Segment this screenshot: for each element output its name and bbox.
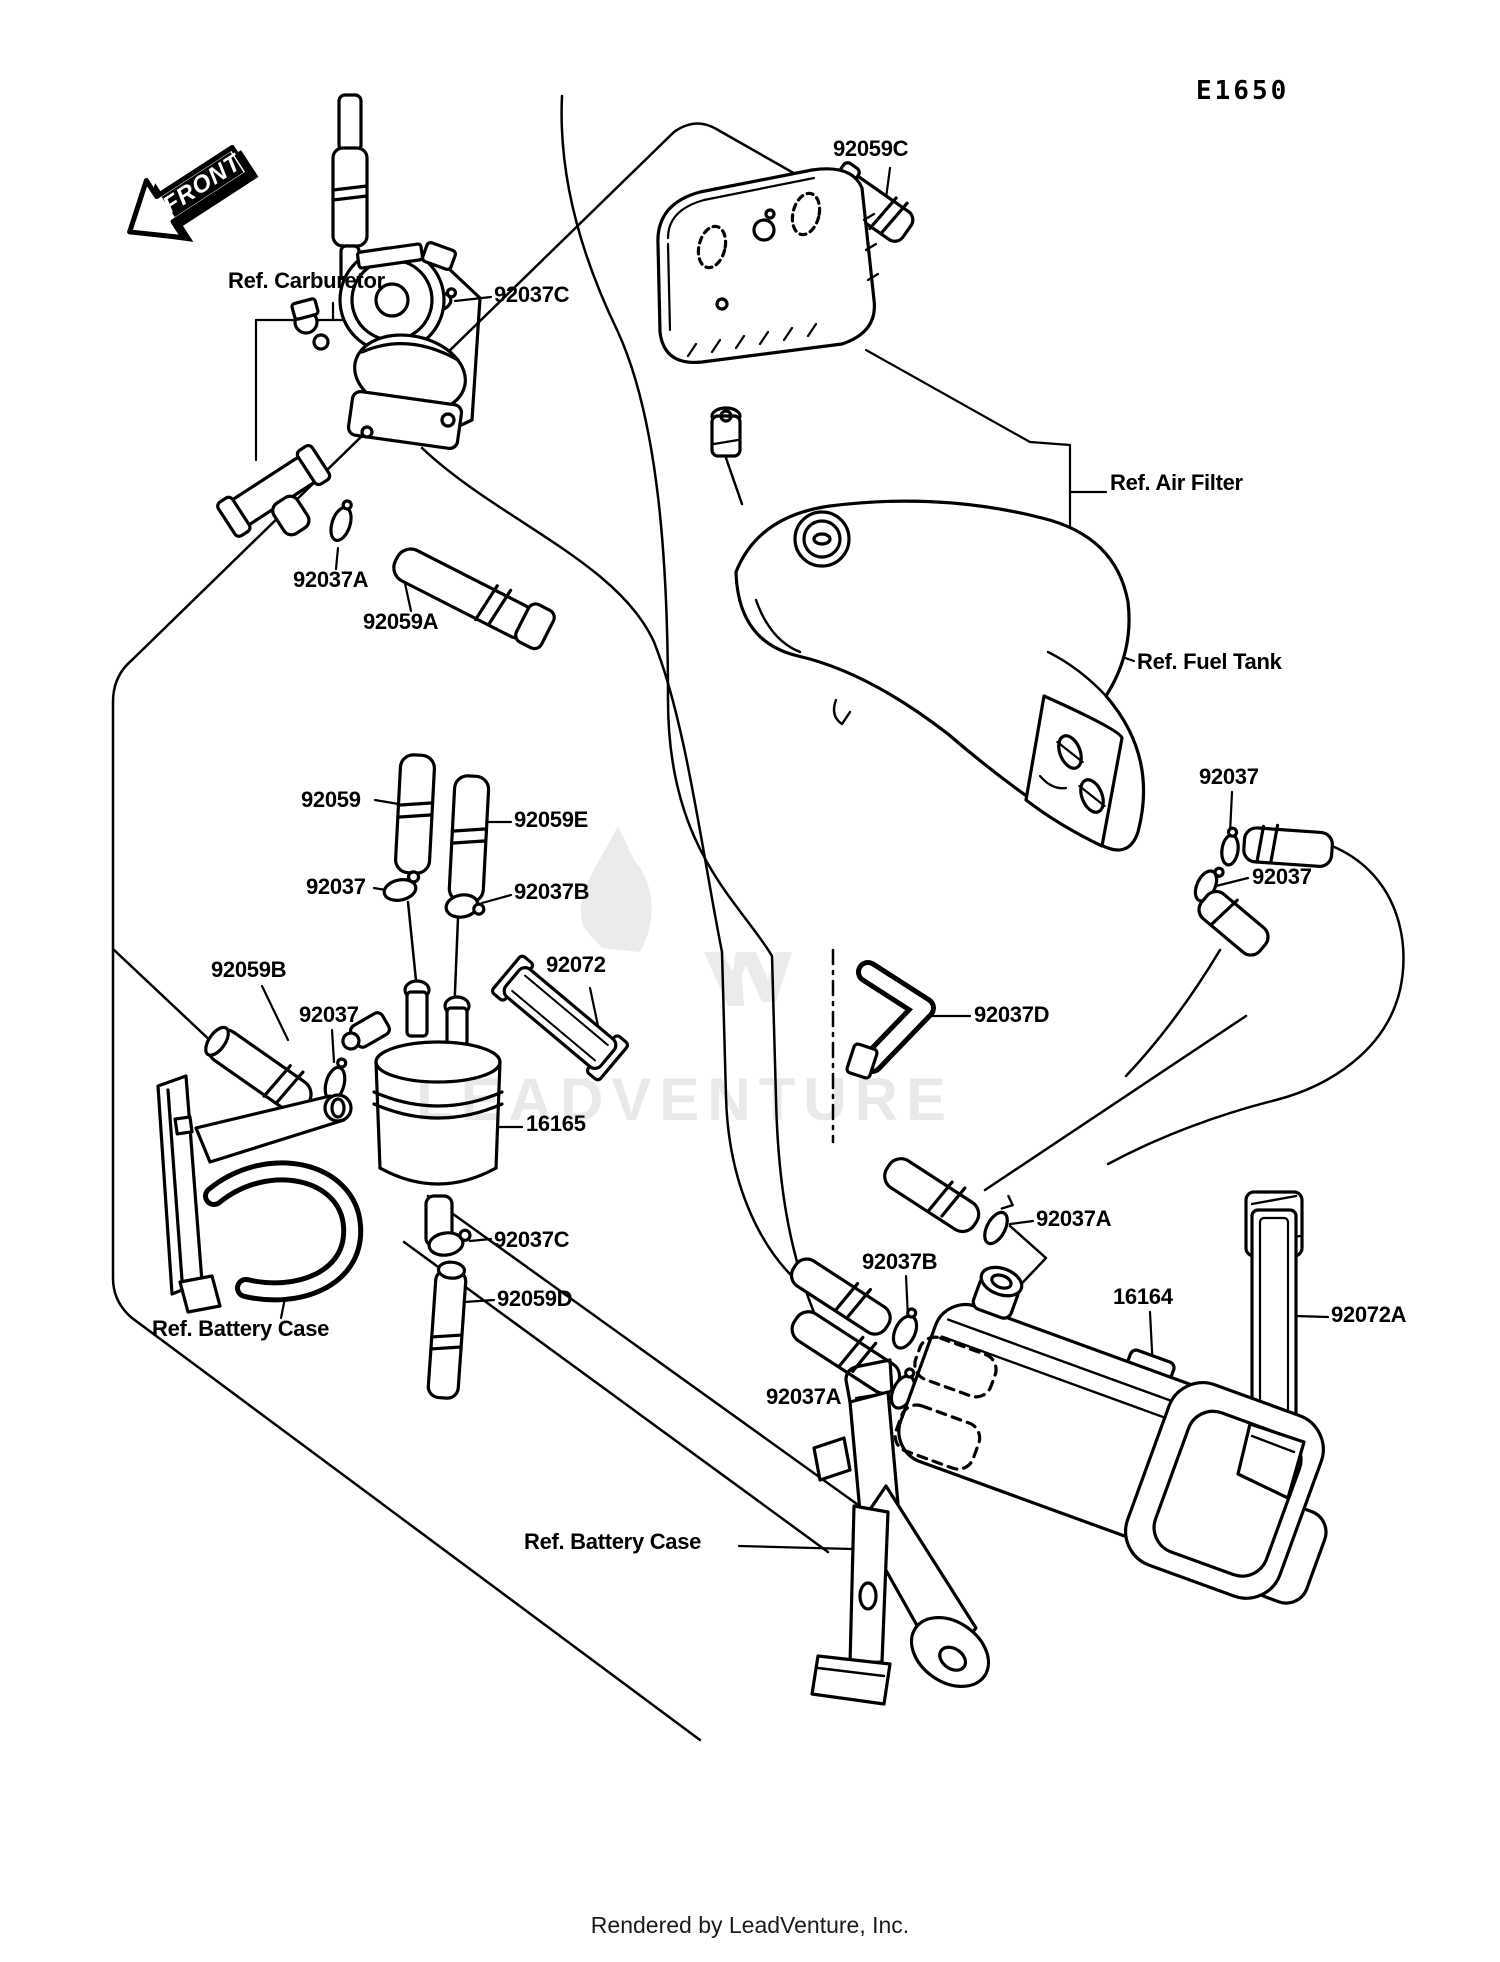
part-label-ref-battery-case-bottom: Ref. Battery Case [524, 1529, 702, 1554]
clamp-92037a-right [983, 1194, 1014, 1246]
part-label-ref-carburetor: Ref. Carburetor [228, 268, 385, 293]
part-label-92037b-mid: 92037B [514, 879, 590, 904]
hose-routing-lines [111, 94, 1405, 1742]
hose-92059e [447, 774, 491, 904]
fuel-tank [734, 499, 1146, 852]
part-label-92059c: 92059C [833, 136, 909, 161]
hose-92059b [204, 1025, 313, 1115]
tee-fitting [216, 443, 332, 538]
hose-bottom-1 [789, 1257, 892, 1336]
part-label-92059e: 92059E [514, 807, 589, 832]
part-label-92037a-bottom: 92037A [766, 1384, 842, 1409]
part-label-92059b: 92059B [211, 957, 287, 982]
hose-92059 [393, 753, 437, 875]
part-label-92037-below: 92037 [299, 1002, 359, 1027]
front-arrow: FRONT [127, 144, 259, 242]
part-label-92072a: 92072A [1331, 1302, 1407, 1327]
part-label-16164: 16164 [1113, 1284, 1173, 1309]
clamp-92037c-lower [427, 1228, 472, 1257]
hose-top [331, 93, 369, 282]
part-label-92037c-lower: 92037C [494, 1227, 570, 1252]
battery-case-bracket-bottom [810, 1358, 991, 1706]
part-label-92037-mid: 92037 [306, 874, 366, 899]
hose-92059a [392, 547, 556, 651]
fuel-filter-16165 [341, 979, 504, 1248]
hose-92059d [426, 1260, 468, 1400]
footer-credit: Rendered by LeadVenture, Inc. [590, 1912, 910, 1938]
part-label-ref-air-filter: Ref. Air Filter [1110, 470, 1243, 495]
part-label-92037c-top: 92037C [494, 282, 570, 307]
clamp-92037-tank-upper [1220, 826, 1240, 867]
air-filter-cover [656, 167, 880, 458]
strap-92072a [1244, 1190, 1304, 1452]
hose-right-center [883, 1157, 981, 1234]
strap-92072 [490, 954, 630, 1082]
clamp-92037-mid [382, 870, 421, 902]
part-label-16165: 16165 [526, 1111, 586, 1136]
part-label-92059a: 92059A [363, 609, 439, 634]
clamp-92037b-mid [444, 893, 486, 919]
clamp-92037a-left [329, 499, 353, 543]
part-label-92037-tank-upper: 92037 [1199, 764, 1259, 789]
battery-case-bracket-left [156, 1074, 364, 1314]
canister-band-92037d [845, 960, 936, 1080]
part-label-92037b-bottom: 92037B [862, 1249, 938, 1274]
hose-tank-right [1242, 823, 1334, 868]
carburetor [290, 240, 482, 451]
leadventure-watermark-text: LEADVENTURE [416, 1066, 954, 1133]
part-label-92037a-left: 92037A [293, 567, 369, 592]
part-label-92037d: 92037D [974, 1002, 1050, 1027]
part-label-ref-battery-case-left: Ref. Battery Case [152, 1316, 330, 1341]
hose-tank-lower [1197, 889, 1270, 957]
page-code: E1650 [1196, 76, 1290, 106]
leadventure-watermark-logo [580, 826, 792, 1006]
part-label-92072: 92072 [546, 952, 606, 977]
part-label-ref-fuel-tank: Ref. Fuel Tank [1137, 649, 1282, 674]
part-label-92037a-right: 92037A [1036, 1206, 1112, 1231]
clamp-92037b-bottom [891, 1307, 919, 1350]
strap-92072a-bottom-hook [1236, 1422, 1306, 1500]
part-label-92059d: 92059D [497, 1286, 573, 1311]
part-label-92037-tank-lower: 92037 [1252, 864, 1312, 889]
part-label-92059: 92059 [301, 787, 361, 812]
